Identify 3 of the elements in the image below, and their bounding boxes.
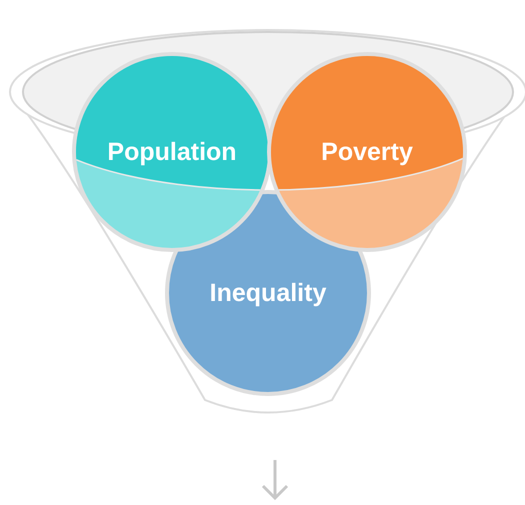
circle-label: Inequality (210, 278, 326, 308)
circle-label: Poverty (321, 138, 413, 166)
circle-label: Population (107, 138, 237, 166)
